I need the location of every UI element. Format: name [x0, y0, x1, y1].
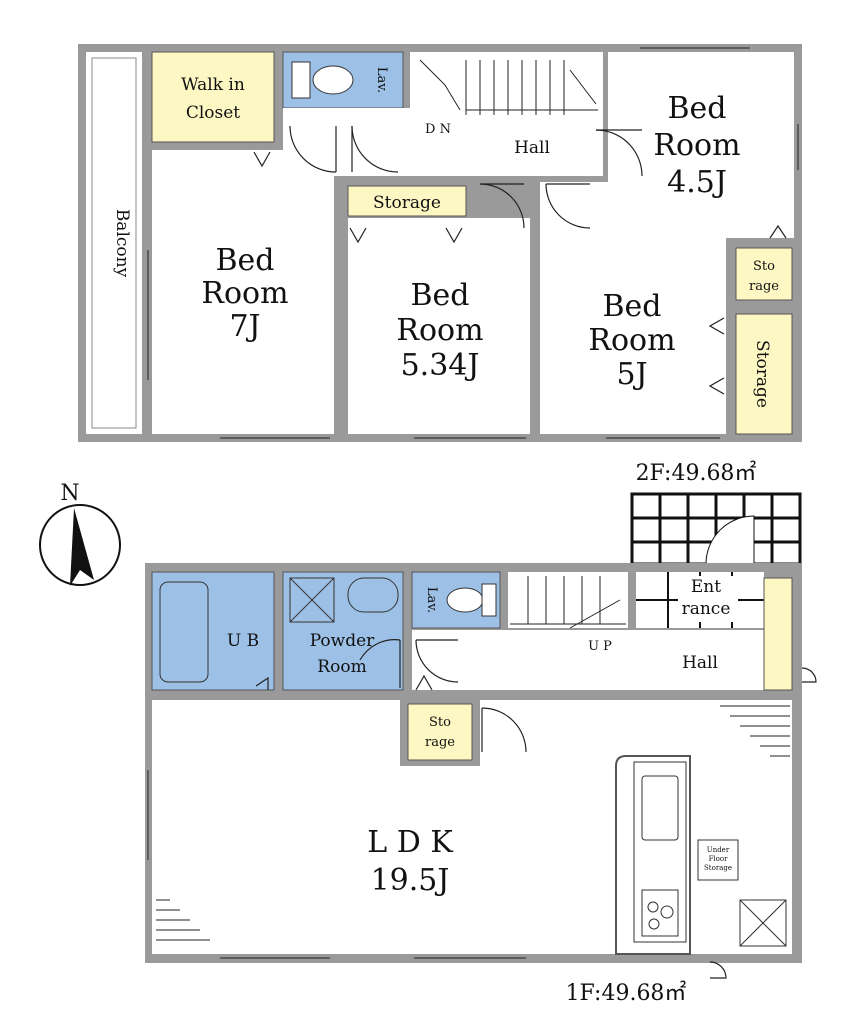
bedroom-45j	[608, 52, 794, 238]
storage-2f-label: Storage	[373, 193, 441, 213]
entrance-porch	[630, 492, 802, 566]
bedroom-45j-line1: Bed	[667, 91, 726, 126]
ldk-label-1: L D K	[367, 825, 453, 860]
storage-small-2f-1: Sto	[753, 259, 775, 274]
bedroom-45j-line3: 4.5J	[667, 165, 727, 200]
bedroom-7j-line1: Bed	[215, 243, 274, 278]
bedroom-5j-line2: Room	[588, 323, 675, 358]
second-floor: Balcony Walk in Closet Lav. D N Hall Bed…	[78, 44, 802, 486]
stairs-1f	[508, 572, 628, 628]
stair-treads-1f	[510, 576, 626, 629]
powder-room-1: Powder	[310, 631, 375, 651]
walk-in-closet	[151, 51, 275, 143]
bedroom-7j-line3: 7J	[229, 309, 260, 344]
powder-room-2: Room	[317, 657, 366, 677]
storage-right-2f	[735, 313, 793, 435]
bedroom-534j-line1: Bed	[410, 278, 469, 313]
bedroom-45j-line2: Room	[653, 128, 740, 163]
hall-1f	[412, 630, 764, 690]
balcony-label: Balcony	[112, 209, 132, 278]
floor1-area: 1F:49.68㎡	[566, 980, 687, 1006]
lav-1f-label: Lav.	[424, 587, 439, 613]
shoe-storage	[763, 577, 793, 691]
storage-right-2f-label: Storage	[752, 340, 772, 408]
storage-1f-2: rage	[425, 735, 455, 750]
stair-treads-2f	[419, 59, 598, 115]
underfloor-storage	[697, 839, 739, 881]
underfloor-1: Under	[707, 846, 730, 854]
walk-in-closet-label-2: Closet	[186, 103, 240, 123]
kitchen-counter	[615, 755, 691, 955]
compass-label: N	[60, 481, 79, 506]
hall-1f-label: Hall	[682, 653, 718, 673]
ldk-label-2: 19.5J	[371, 863, 450, 898]
up-label: U P	[588, 639, 612, 654]
lav-2f-label: Lav.	[374, 67, 389, 93]
storage-1f	[407, 703, 473, 761]
entrance-1: Ent	[691, 577, 721, 597]
ub-label: U B	[227, 631, 259, 651]
storage-1f-1: Sto	[429, 715, 451, 730]
entrance-2: rance	[682, 599, 731, 619]
walk-in-closet-label-1: Walk in	[181, 75, 245, 95]
ldk-stair-lines	[156, 705, 790, 941]
bedroom-534j-line3: 5.34J	[401, 348, 480, 383]
underfloor-2: Floor	[709, 855, 729, 863]
bedroom-7j-line2: Room	[201, 276, 288, 311]
doors-1f	[255, 639, 817, 979]
floor2-area: 2F:49.68㎡	[636, 460, 757, 486]
bedroom-5j-line1: Bed	[602, 289, 661, 324]
stairs-2f	[410, 52, 603, 122]
underfloor-3: Storage	[704, 864, 732, 872]
storage-2f	[347, 185, 467, 217]
storage-small-2f-2: rage	[749, 279, 779, 294]
bedroom-5j-line3: 5J	[616, 357, 647, 392]
hall-2f-label: Hall	[514, 138, 550, 158]
first-floor: U B Powder Room Lav. U P Hall	[145, 492, 817, 1006]
bedroom-7j	[152, 150, 334, 434]
windows-2f	[147, 47, 799, 439]
doors-2f	[253, 125, 787, 395]
storage-small-2f	[735, 247, 793, 301]
dn-label: D N	[425, 122, 451, 137]
compass: N	[39, 481, 121, 586]
bedroom-534j	[348, 218, 530, 434]
bedroom-534j-line2: Room	[396, 313, 483, 348]
windows-1f	[147, 770, 526, 959]
